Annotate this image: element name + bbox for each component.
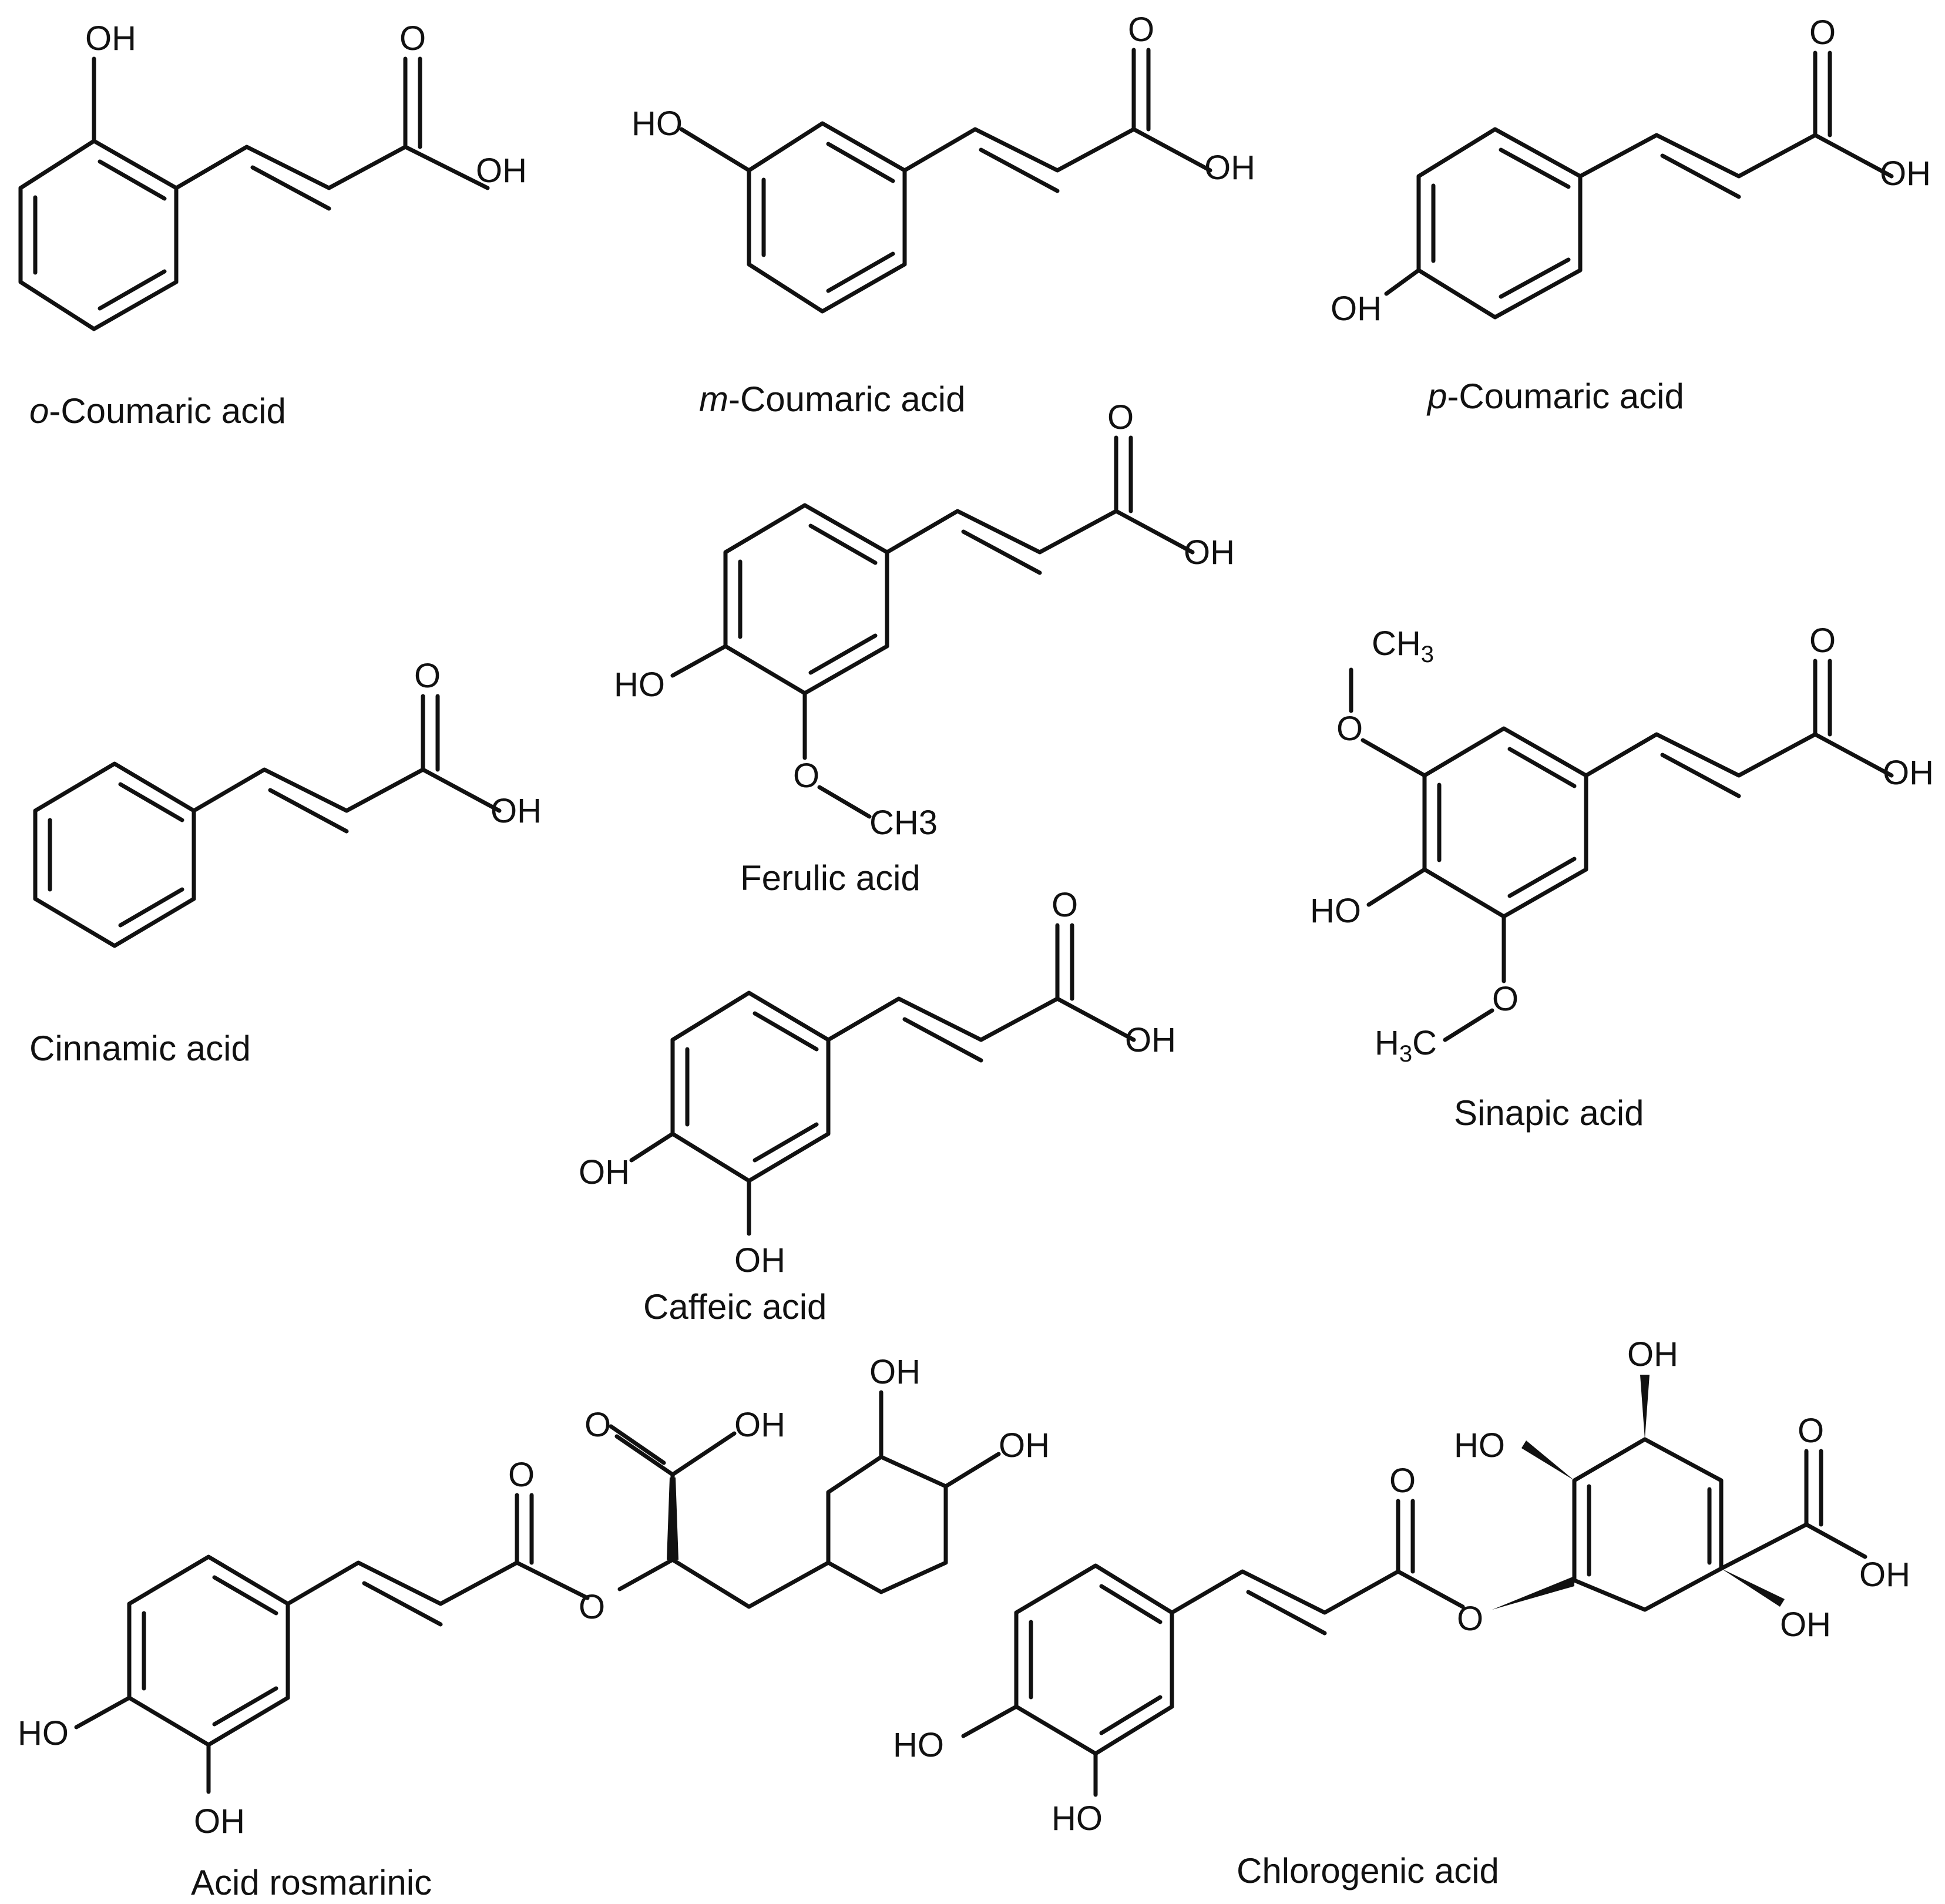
sinapic-carbonyl-o: O <box>1809 622 1836 660</box>
m-coumaric-acid-oh: OH <box>1204 149 1255 187</box>
rosmarinic-wedge-bond <box>667 1477 678 1560</box>
ferulic-ether-o: O <box>793 757 819 795</box>
rosmarinic-ring-oh-top: OH <box>869 1353 921 1391</box>
structure-caffeic-acid: OH OH O OH Caffeic acid <box>579 886 1176 1327</box>
structure-sinapic-acid: CH3 O HO O H3C O OH Sinapic acid <box>1310 622 1934 1133</box>
sinapic-top-ether-o: O <box>1336 710 1363 748</box>
caffeic-acid-name: Caffeic acid <box>643 1287 827 1327</box>
chlorogenic-ring-oh-top: OH <box>1627 1335 1678 1374</box>
structure-m-coumaric-acid: HO O OH m-Coumaric acid <box>631 11 1255 419</box>
caffeic-carbonyl-o: O <box>1052 886 1078 924</box>
p-coumaric-acid-oh: OH <box>1880 155 1931 193</box>
sinapic-top-methyl: CH3 <box>1372 624 1434 667</box>
p-coumaric-phenol-oh: OH <box>1331 290 1382 328</box>
o-coumaric-carbonyl-o: O <box>399 19 426 58</box>
sinapic-acid-oh: OH <box>1883 754 1934 792</box>
chlorogenic-phenol-ho-4: HO <box>893 1726 944 1764</box>
chlorogenic-ester-o: O <box>1457 1600 1483 1638</box>
chlorogenic-ring-oh-bottom: OH <box>1780 1606 1831 1644</box>
cinnamic-carbonyl-o: O <box>414 657 441 695</box>
chlorogenic-ring-ho: HO <box>1454 1426 1505 1465</box>
structure-cinnamic-acid: O OH Cinnamic acid <box>29 657 542 1068</box>
sinapic-bottom-methyl: H3C <box>1375 1024 1437 1067</box>
caffeic-phenol-oh-3: OH <box>734 1241 785 1280</box>
o-coumaric-phenol-oh: OH <box>85 19 136 58</box>
rosmarinic-ester-carbonyl-o: O <box>508 1456 535 1494</box>
chlorogenic-oh-top-wedge <box>1640 1375 1650 1439</box>
ferulic-carbonyl-o: O <box>1107 398 1134 436</box>
m-coumaric-acid-name: m-Coumaric acid <box>699 380 965 419</box>
rosmarinic-acid-oh: OH <box>734 1406 785 1444</box>
chlorogenic-acid-carbonyl-o: O <box>1798 1412 1824 1450</box>
rosmarinic-phenol-ho: HO <box>18 1714 69 1752</box>
sinapic-acid-name: Sinapic acid <box>1454 1093 1644 1133</box>
rosmarinic-ring-oh-right: OH <box>999 1426 1050 1465</box>
structure-rosmarinic-acid: HO OH O O O OH OH OH Acid rosmarinic <box>18 1353 1050 1902</box>
chlorogenic-acid-name: Chlorogenic acid <box>1237 1851 1499 1890</box>
rosmarinic-phenol-oh: OH <box>194 1802 245 1841</box>
structure-ferulic-acid: HO O CH3 O OH Ferulic acid <box>614 398 1235 898</box>
rosmarinic-ester-o: O <box>579 1588 605 1626</box>
chlorogenic-ester-carbonyl-o: O <box>1389 1462 1416 1500</box>
rosmarinic-acid-name: Acid rosmarinic <box>191 1863 432 1902</box>
sinapic-phenol-ho: HO <box>1310 892 1361 930</box>
m-coumaric-carbonyl-o: O <box>1128 11 1154 49</box>
ferulic-acid-name: Ferulic acid <box>740 858 921 898</box>
o-coumaric-acid-name: o-Coumaric acid <box>29 391 286 431</box>
structure-p-coumaric-acid: OH O OH p-Coumaric acid <box>1331 14 1931 416</box>
caffeic-acid-oh: OH <box>1125 1021 1176 1059</box>
structure-chlorogenic-acid: HO HO O O HO OH O OH OH Chlorogenic acid <box>893 1335 1910 1890</box>
ferulic-acid-oh: OH <box>1184 533 1235 572</box>
p-coumaric-acid-name: p-Coumaric acid <box>1426 377 1684 416</box>
chlorogenic-phenol-ho-3: HO <box>1052 1799 1103 1838</box>
rosmarinic-acid-carbonyl-o: O <box>584 1406 611 1444</box>
ferulic-phenol-ho: HO <box>614 666 665 704</box>
caffeic-phenol-oh-4: OH <box>579 1153 630 1191</box>
chlorogenic-acid-oh: OH <box>1859 1556 1910 1594</box>
chlorogenic-ester-wedge <box>1492 1576 1574 1610</box>
p-coumaric-carbonyl-o: O <box>1809 14 1836 52</box>
sinapic-bottom-ether-o: O <box>1492 980 1519 1018</box>
chlorogenic-oh-bottom-wedge <box>1721 1569 1785 1607</box>
ferulic-methyl: CH3 <box>869 804 938 842</box>
o-coumaric-acid-oh: OH <box>476 152 527 190</box>
chlorogenic-ho-wedge <box>1521 1440 1574 1480</box>
cinnamic-acid-oh: OH <box>491 792 542 830</box>
m-coumaric-phenol-ho: HO <box>631 105 683 143</box>
structure-o-coumaric-acid: OH O OH o-Coumaric acid <box>18 19 527 431</box>
cinnamic-acid-name: Cinnamic acid <box>29 1029 251 1068</box>
